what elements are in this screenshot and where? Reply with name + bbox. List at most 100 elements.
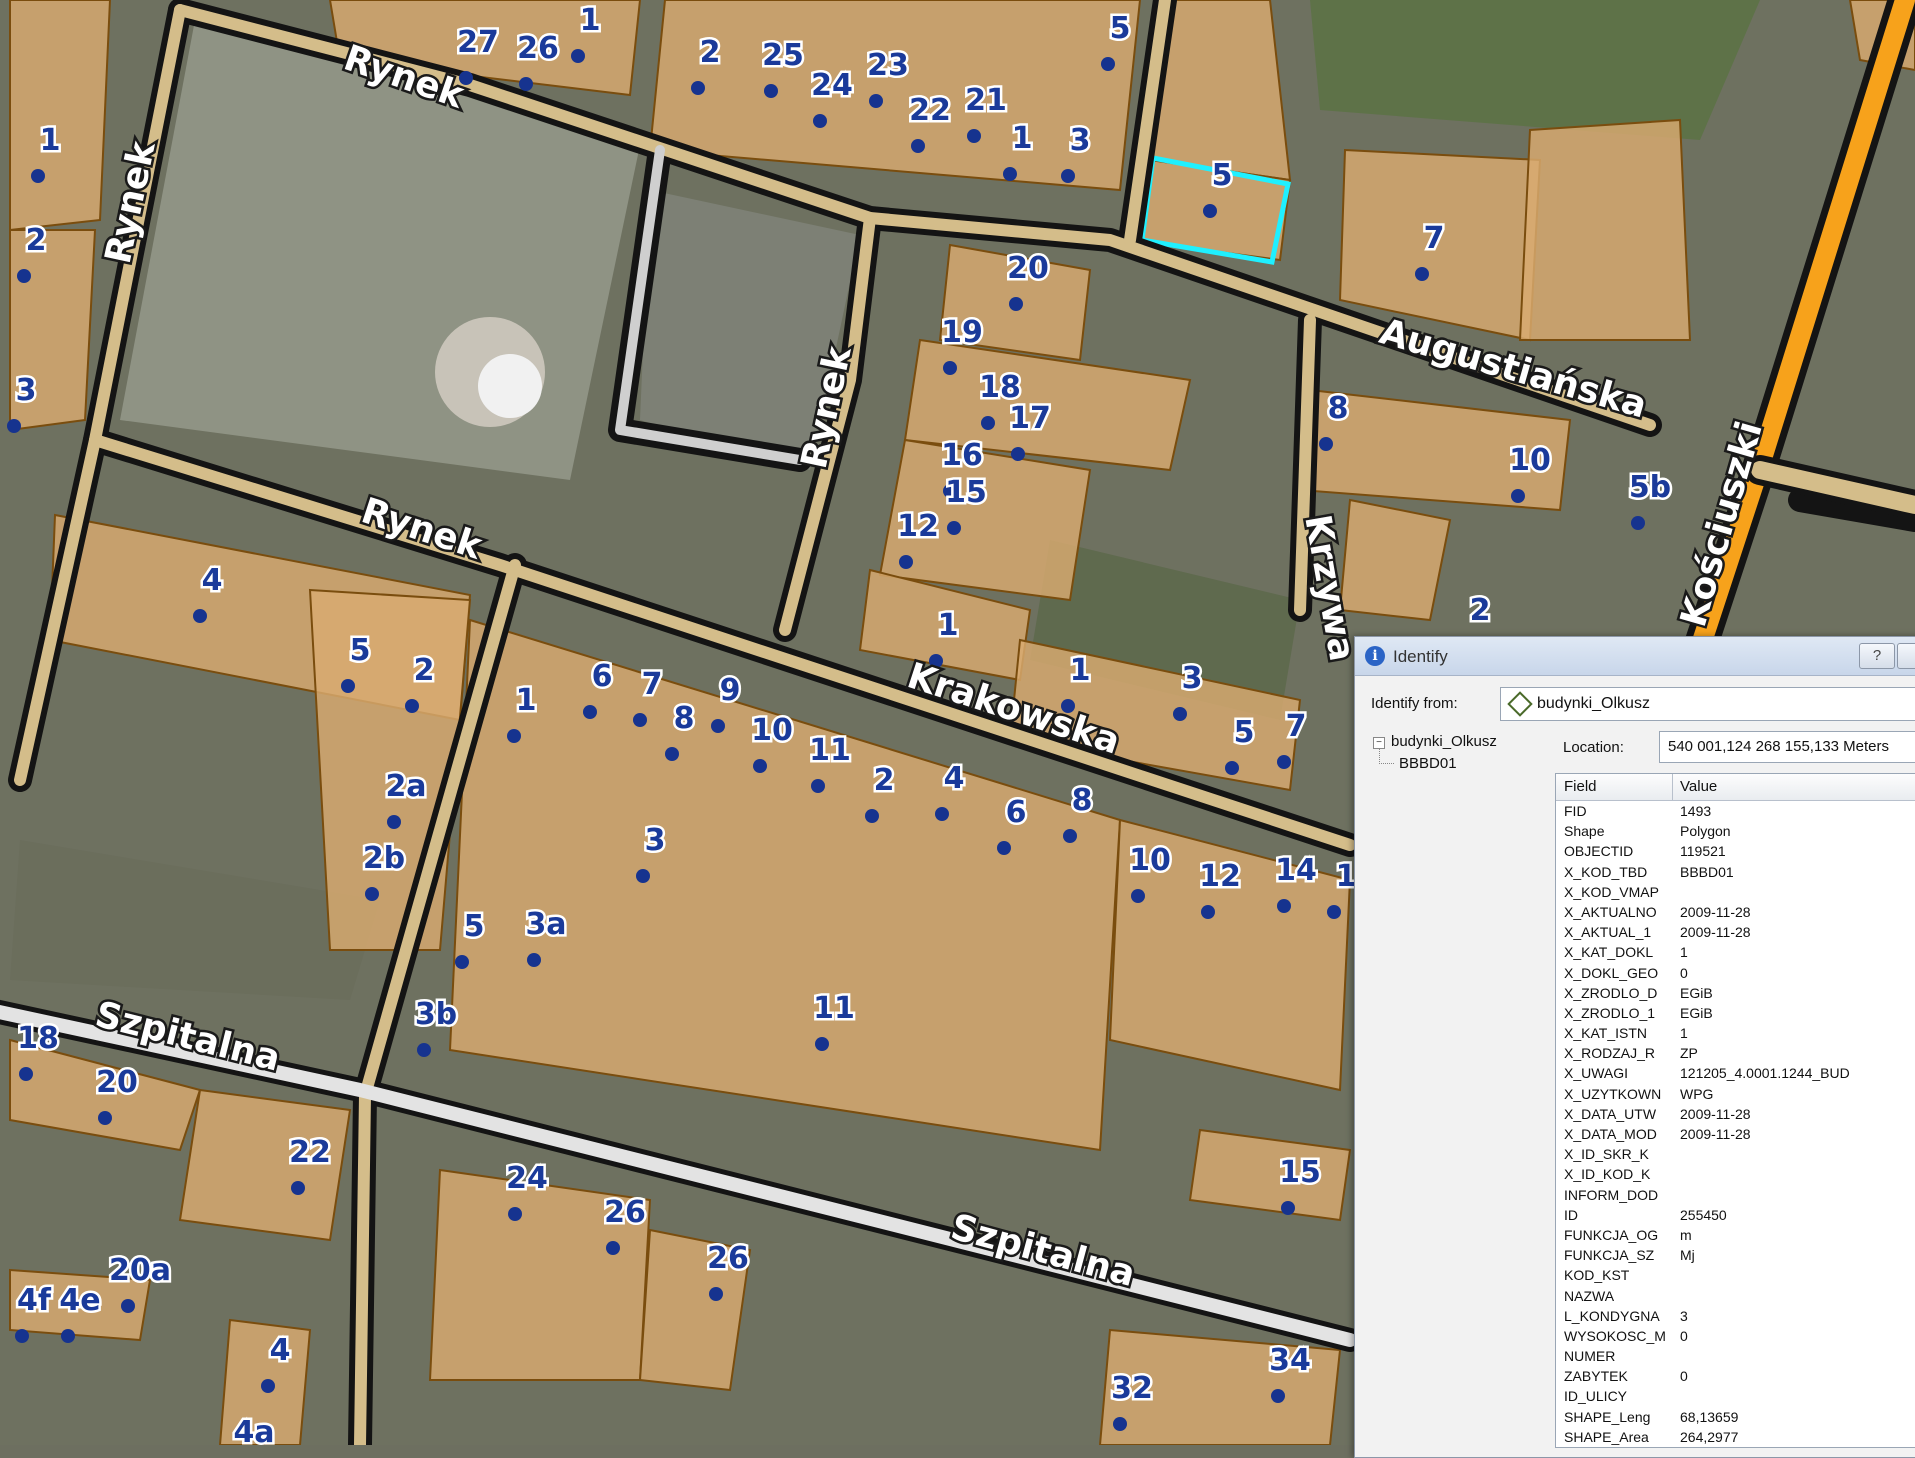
address-point-marker[interactable] [1631,516,1645,530]
address-point-marker[interactable] [459,71,473,85]
close-button[interactable] [1897,643,1915,669]
address-point-marker[interactable] [193,609,207,623]
address-point-marker[interactable] [1011,447,1025,461]
attribute-row[interactable]: X_ID_SKR_K [1556,1144,1915,1164]
address-point-marker[interactable] [7,419,21,433]
address-point-marker[interactable] [981,416,995,430]
address-point-marker[interactable] [1281,1201,1295,1215]
tree-item-layer[interactable]: budynki_Olkusz [1391,733,1497,750]
address-point-marker[interactable] [1271,1389,1285,1403]
identify-titlebar[interactable]: i Identify ? [1355,637,1915,676]
address-point-marker[interactable] [1173,707,1187,721]
address-point-marker[interactable] [997,841,1011,855]
address-point-marker[interactable] [943,361,957,375]
attribute-row[interactable]: X_ID_KOD_K [1556,1164,1915,1184]
address-point-marker[interactable] [341,679,355,693]
address-point-marker[interactable] [606,1241,620,1255]
address-point-marker[interactable] [1003,167,1017,181]
column-header-field[interactable]: Field [1564,778,1597,795]
address-point-marker[interactable] [1113,1417,1127,1431]
column-divider[interactable] [1672,774,1673,800]
address-point-marker[interactable] [1277,899,1291,913]
address-point-marker[interactable] [455,955,469,969]
address-point-marker[interactable] [1131,889,1145,903]
address-point-marker[interactable] [61,1329,75,1343]
location-field[interactable]: 540 001,124 268 155,133 Meters [1659,731,1915,763]
address-point-marker[interactable] [583,705,597,719]
address-point-marker[interactable] [121,1299,135,1313]
address-point-marker[interactable] [19,1067,33,1081]
attribute-row[interactable]: X_KOD_VMAP [1556,882,1915,902]
tree-item-feature[interactable]: BBBD01 [1399,755,1457,772]
address-point-marker[interactable] [1101,57,1115,71]
address-point-marker[interactable] [519,77,533,91]
address-point-marker[interactable] [633,713,647,727]
attribute-row[interactable]: KOD_KST [1556,1265,1915,1285]
attribute-row[interactable]: NAZWA [1556,1286,1915,1306]
address-point-marker[interactable] [15,1329,29,1343]
address-point-marker[interactable] [1061,169,1075,183]
address-point-marker[interactable] [1511,489,1525,503]
attribute-row[interactable]: ID_ULICY [1556,1386,1915,1406]
address-point-marker[interactable] [1009,297,1023,311]
address-point-marker[interactable] [508,1207,522,1221]
address-point-marker[interactable] [1327,905,1341,919]
address-point-marker[interactable] [711,719,725,733]
address-point-marker[interactable] [1063,829,1077,843]
address-point-marker[interactable] [1415,267,1429,281]
address-point-marker[interactable] [527,953,541,967]
attribute-row[interactable]: NUMER [1556,1346,1915,1366]
address-point-marker[interactable] [1319,437,1333,451]
address-point-marker[interactable] [571,49,585,63]
address-point-marker[interactable] [417,1043,431,1057]
address-point-marker[interactable] [947,521,961,535]
tree-collapse-toggle[interactable]: − [1373,737,1385,749]
address-point-marker[interactable] [365,887,379,901]
address-point-marker[interactable] [911,139,925,153]
help-button[interactable]: ? [1859,643,1895,669]
address-point-marker[interactable] [815,1037,829,1051]
address-point-marker[interactable] [709,1287,723,1301]
address-point-marker[interactable] [98,1111,112,1125]
address-point-marker[interactable] [17,269,31,283]
address-point-marker[interactable] [935,807,949,821]
identify-window[interactable]: i Identify ? Identify from: budynki_Olku… [1354,636,1915,1458]
address-point-marker[interactable] [636,869,650,883]
address-point-marker[interactable] [691,81,705,95]
address-point-marker[interactable] [507,729,521,743]
identify-from-dropdown[interactable]: budynki_Olkusz [1500,687,1915,721]
address-point-marker[interactable] [405,699,419,713]
address-point-marker[interactable] [865,809,879,823]
address-point-marker[interactable] [1203,204,1217,218]
address-point-marker[interactable] [1061,699,1075,713]
address-point-marker[interactable] [1277,755,1291,769]
address-point-marker[interactable] [811,779,825,793]
address-point-marker[interactable] [261,1379,275,1393]
address-point-marker[interactable] [291,1181,305,1195]
attribute-row[interactable]: INFORM_DOD [1556,1185,1915,1205]
results-tree[interactable]: − budynki_Olkusz BBBD01 [1365,729,1565,1449]
address-point-marker[interactable] [929,654,943,668]
address-point-marker[interactable] [1225,761,1239,775]
